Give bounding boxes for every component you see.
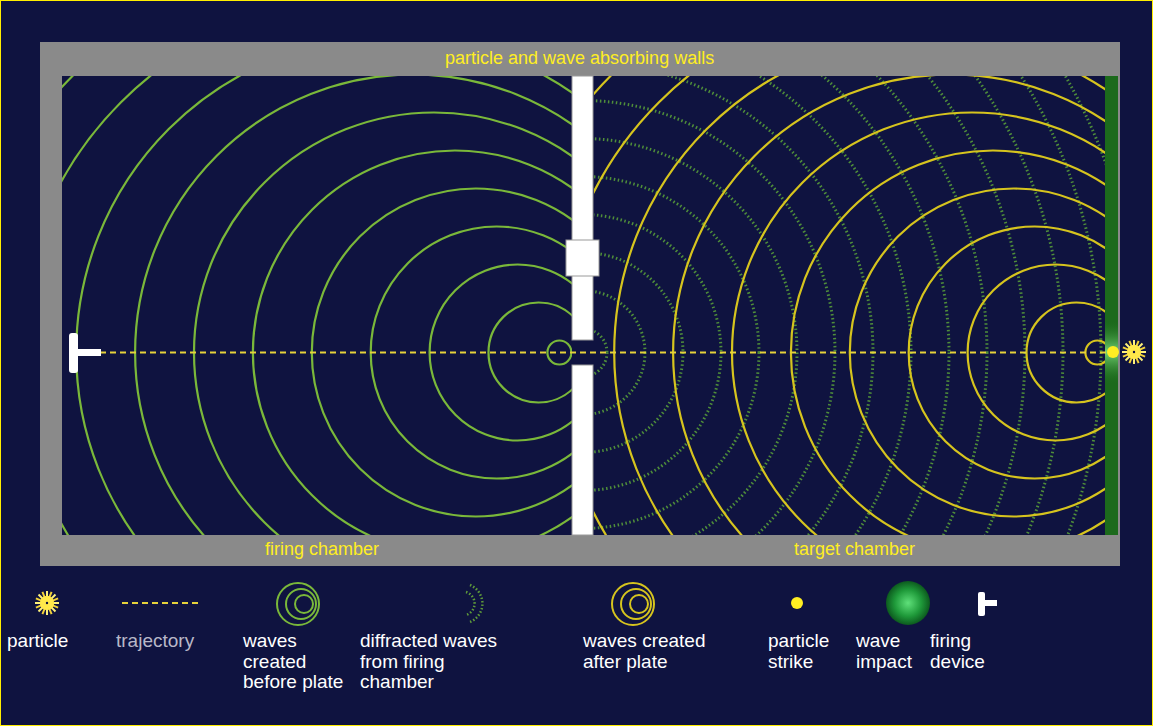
trajectory xyxy=(100,352,1110,354)
legend-text: diffracted waves from firing chamber xyxy=(360,631,500,693)
legend-waves-after xyxy=(612,583,654,625)
legend-wave-impact xyxy=(886,581,930,625)
legend-particle xyxy=(35,591,59,615)
wall-label: target chamber xyxy=(794,540,915,559)
legend-waves-before xyxy=(277,583,319,625)
particle xyxy=(1122,340,1146,364)
legend-text: trajectory xyxy=(116,631,216,652)
absorbing-walls xyxy=(40,42,1120,566)
legend-trajectory xyxy=(122,602,202,604)
legend-text: waves created before plate xyxy=(243,631,361,693)
wave-impact xyxy=(1105,320,1118,384)
target-screen xyxy=(1105,76,1118,535)
plate xyxy=(572,76,593,340)
firing-device xyxy=(77,349,101,356)
waves-before-plate xyxy=(62,76,572,535)
plate xyxy=(572,365,593,535)
wall-label: firing chamber xyxy=(265,540,379,559)
legend-particle-strike xyxy=(791,597,803,609)
firing-device xyxy=(69,333,78,373)
legend-text: firing device xyxy=(930,631,1010,672)
legend-text: particle xyxy=(7,631,97,652)
legend-firing-device xyxy=(984,600,997,606)
particle-strike xyxy=(1107,346,1119,358)
plate-block xyxy=(566,240,599,276)
chamber-interior xyxy=(62,76,1105,535)
legend-diffracted xyxy=(466,585,482,622)
legend-firing-device xyxy=(978,592,985,616)
legend-text: wave impact xyxy=(856,631,928,672)
legend-text: particle strike xyxy=(768,631,848,672)
wall-label: particle and wave absorbing walls xyxy=(445,49,714,68)
legend-text: waves created after plate xyxy=(583,631,743,672)
waves-after-plate xyxy=(594,76,1105,535)
